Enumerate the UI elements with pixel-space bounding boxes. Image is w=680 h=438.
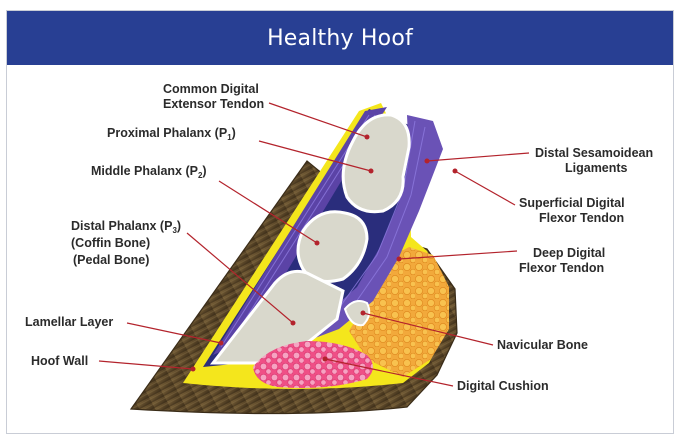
diagram-frame: Healthy Hoof <box>6 10 674 434</box>
label-navicular-bone: Navicular Bone <box>497 338 588 352</box>
label-proximal-phalanx: Proximal Phalanx (P1) <box>107 126 236 142</box>
label-superficial-digital-flexor: Superficial Digital Flexor Tendon <box>519 196 628 225</box>
label-digital-cushion: Digital Cushion <box>457 379 549 393</box>
label-deep-digital-flexor: Deep Digital Flexor Tendon <box>519 246 609 275</box>
label-middle-phalanx: Middle Phalanx (P2) <box>91 164 207 180</box>
hoof-diagram: Common Digital Extensor Tendon Proximal … <box>7 11 674 434</box>
label-distal-phalanx: Distal Phalanx (P3) <box>71 219 181 235</box>
label-pedal-bone: (Pedal Bone) <box>73 253 149 267</box>
label-coffin-bone: (Coffin Bone) <box>71 236 150 250</box>
label-lamellar-layer: Lamellar Layer <box>25 315 113 329</box>
label-distal-sesamoidean: Distal Sesamoidean Ligaments <box>535 146 657 175</box>
label-common-digital-extensor: Common Digital Extensor Tendon <box>163 82 264 111</box>
label-hoof-wall: Hoof Wall <box>31 354 88 368</box>
